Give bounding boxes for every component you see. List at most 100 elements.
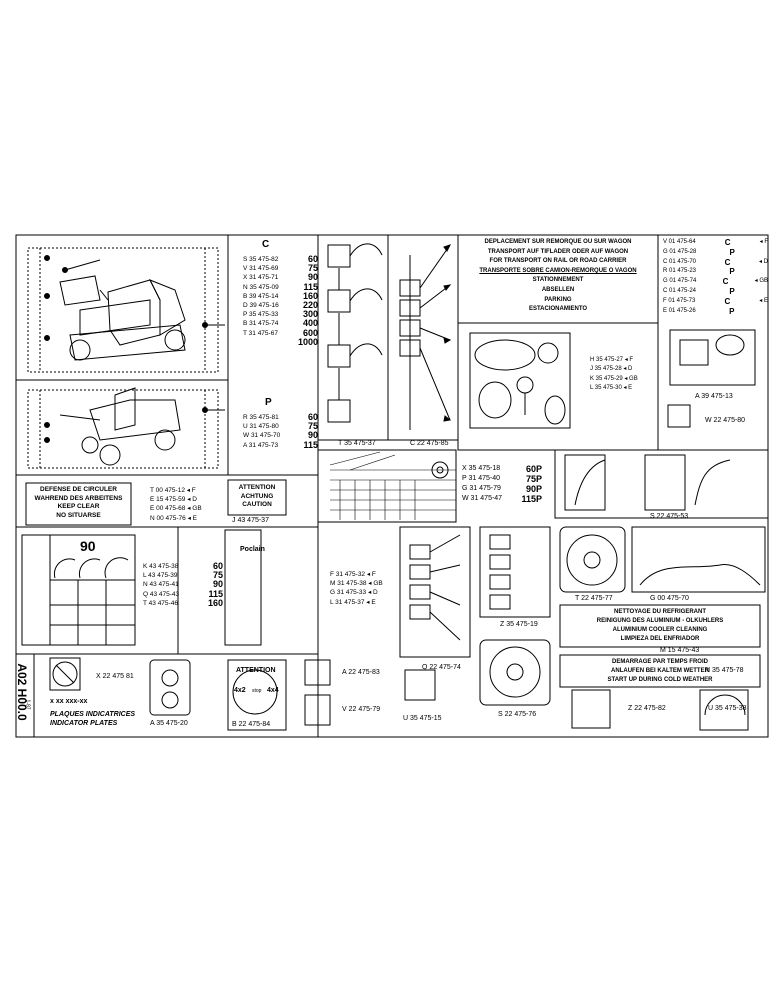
part-size: 115P [521,494,542,504]
part-size: 90 [307,430,318,441]
part-number: N 43 475-41 [143,581,179,589]
defense-line: WAHREND DES ARBEITENS [34,494,123,502]
part-row: T 43 475-46 160 [143,597,223,608]
part-row: G 01 475-28 P [663,248,768,258]
parking-sign [667,404,691,428]
side-code-strip [15,653,35,738]
part-size: 115 [208,588,223,599]
p-label: P [265,397,272,408]
part-number: C 01 475-24 [663,287,697,294]
part-number: V 31 475-69 [243,265,279,273]
side-code-text: A02 H00.0 [15,663,29,721]
transport-text: DEPLACEMENT SUR REMORQUE OU SUR WAGON TR… [460,238,656,315]
part-number: B 39 475-14 [243,292,279,300]
poclain-parts: F 31 475-32 ◂ F M 31 475-38 ◂ GB G 31 47… [330,570,383,607]
part-cp: C [724,257,731,267]
cold-line: START UP DURING COLD WEATHER [607,677,713,683]
attention-4x4-part: B 22 475-84 [232,721,271,728]
part-number: F 31 475-32 ◂ F [330,571,376,578]
attention-line: ACHTUNG [240,492,274,500]
part-number: L 35 475-30 ◂ E [590,385,633,392]
indicator-plate-a35-20 [149,659,191,716]
part-a22-83: A 22 475-83 [342,669,380,676]
cold-line: DEMARRAGE PAR TEMPS FROID [612,659,708,665]
transport-arrows [327,243,452,430]
part-cp: P [729,267,735,277]
transport-line: TRANSPORTE SOBRE CAMION-REMORQUE O VAGON [479,267,637,274]
part-number: N 00 475-76 ◂ E [150,514,197,522]
no-entry-plate [49,657,81,691]
part-lang: ◂ D [758,258,768,265]
transport-line: ESTACIONAMIENTO [528,306,588,313]
panel-q22-74 [399,526,471,658]
part-number: X 35 475-18 [462,465,501,472]
part-s22-53: S 22 475-53 [650,513,689,520]
part-size: 90P [525,484,542,494]
plates-part-x: X 22 475 81 [96,673,134,680]
attention-4x4-mid: stop [252,688,262,694]
part-size: 160 [207,597,223,608]
part-number: K 35 475-29 ◂ GB [590,375,638,382]
part-number: K 43 475-38 [143,563,179,570]
part-number: F 01 475-73 [663,297,696,304]
part-lang: ◂ E [759,297,768,304]
cooler-line: LIMPIEZA DEL ENFRIADOR [620,636,700,642]
attention-part: J 43 475-37 [232,517,269,524]
attention-4x4-plate [227,659,287,731]
part-u35-15: U 35 475-15 [403,715,442,722]
cooler-text-box [559,604,761,648]
part-row: P 35 475-33 300 [243,310,318,319]
part-size: 60 [307,254,318,264]
wheeled-excavator-drawing [59,387,181,466]
part-number: E 01 475-26 [663,307,696,314]
part-row: W 31 475-70 90 [243,431,318,440]
part-size: 220 [302,300,318,311]
part-number: G 01 475-28 [663,248,697,255]
defense-line: NO SITUARSE [56,511,101,519]
part-number: C 01 475-70 [663,258,697,265]
poclain-panel [224,529,262,646]
attention-line: ATTENTION [238,484,276,491]
part-size: 300 [302,309,318,320]
radiator-grid [317,449,457,523]
part-number: B 31 475-74 [243,320,279,328]
part-number: U 31 475-80 [243,423,279,431]
part-number: G 31 475-79 [462,485,501,492]
part-size: 75P [525,474,542,484]
part-number: W 31 475-70 [243,432,281,440]
part-number: P 31 475-40 [462,475,501,482]
part-number: T 43 475-46 [143,599,178,607]
transport-line: STATIONNEMENT [532,277,584,284]
part-size: 60 [212,561,223,571]
part-number: H 35 475-27 ◂ F [590,357,634,363]
part-row: G 31 475-79 90P [462,484,542,494]
part-number: P 35 475-33 [243,311,279,319]
part-number: V 01 475-64 [663,239,696,245]
attention-4x4-title: ATTENTION [236,667,276,674]
part-a39-13: A 39 475-13 [695,393,733,400]
part-n35-78: N 35 475-78 [705,667,744,674]
part-t35-37: T 35 475-37 [338,440,376,447]
part-cp: P [729,247,735,257]
part-g00-70: G 00 475-70 [650,595,689,602]
part-number: G 01 475-74 [663,278,697,285]
panel-s22-76 [479,639,551,706]
transport-mid-parts: H 35 475-27 ◂ F J 35 475-28 ◂ D K 35 475… [590,356,638,394]
cooler-line: NETTOYAGE DU REFRIGERANT [613,609,706,615]
part-row: 1000 [243,337,318,347]
cooler-line: ALUMINIUM COOLER CLEANING [612,627,708,633]
attention-line: CAUTION [242,501,272,508]
